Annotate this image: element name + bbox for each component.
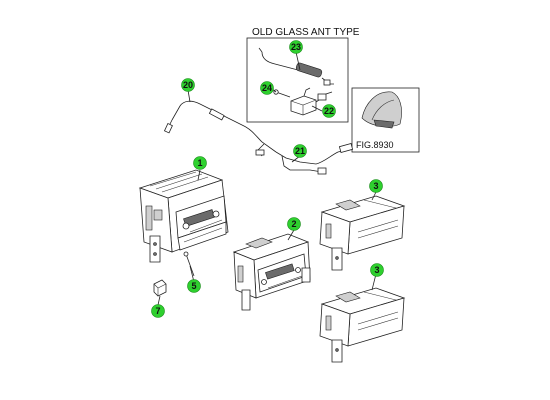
callout-22-label: 22: [324, 106, 334, 116]
callout-3-upper-label: 3: [373, 181, 378, 191]
callout-21[interactable]: 21: [293, 144, 307, 158]
antenna-cable-assembly: [163, 100, 354, 175]
antenna-amp-lead: [258, 47, 334, 86]
audio-head-unit-3-lower: [319, 287, 406, 363]
audio-head-unit-3-upper: [319, 195, 406, 271]
callout-5-bubble: [187, 279, 201, 293]
shark-fin-antenna: FIG.8930: [351, 87, 420, 153]
callout-24[interactable]: 24: [260, 81, 274, 95]
callout-21-bubble: [293, 144, 307, 158]
callout-3-lower-label: 3: [374, 265, 379, 275]
figure-reference: FIG.8930: [356, 140, 394, 150]
antenna-amplifier-box: [290, 87, 333, 116]
inset-title: OLD GLASS ANT TYPE: [252, 27, 360, 38]
callout-3-lower-bubble: [370, 263, 384, 277]
callout-24-label: 24: [262, 83, 272, 93]
callout-7-bubble: [151, 304, 165, 318]
callout-5-label: 5: [191, 281, 196, 291]
callout-20-bubble: [181, 78, 195, 92]
screw-24: [273, 89, 291, 98]
callout-23[interactable]: 23: [289, 40, 303, 54]
callout-22[interactable]: 22: [322, 104, 336, 118]
callout-2-bubble: [287, 217, 301, 231]
clip-7: [153, 279, 167, 297]
audio-head-unit-1: [138, 169, 229, 263]
callout-1-label: 1: [197, 158, 202, 168]
callout-21-label: 21: [295, 146, 305, 156]
callout-1-bubble: [193, 156, 207, 170]
callout-23-label: 23: [291, 42, 301, 52]
callout-3-upper-bubble: [369, 179, 383, 193]
shark-fin-frame: [351, 87, 420, 153]
callout-2[interactable]: 2: [287, 217, 301, 231]
callout-5[interactable]: 5: [187, 279, 201, 293]
callout-2-label: 2: [291, 219, 296, 229]
callout-7-label: 7: [155, 306, 160, 316]
callout-1[interactable]: 1: [193, 156, 207, 170]
callout-23-bubble: [289, 40, 303, 54]
callout-3-lower[interactable]: 3: [370, 263, 384, 277]
inset-frame: [246, 37, 349, 123]
audio-head-unit-2: [232, 233, 311, 311]
callout-20[interactable]: 20: [181, 78, 195, 92]
callout-24-bubble: [260, 81, 274, 95]
callout-3-upper[interactable]: 3: [369, 179, 383, 193]
callout-20-label: 20: [183, 80, 193, 90]
screw-5: [183, 251, 195, 277]
callout-7[interactable]: 7: [151, 304, 165, 318]
callout-22-bubble: [322, 104, 336, 118]
glass-antenna-inset: OLD GLASS ANT TYPE: [246, 27, 360, 123]
leader-lines: [157, 51, 377, 306]
